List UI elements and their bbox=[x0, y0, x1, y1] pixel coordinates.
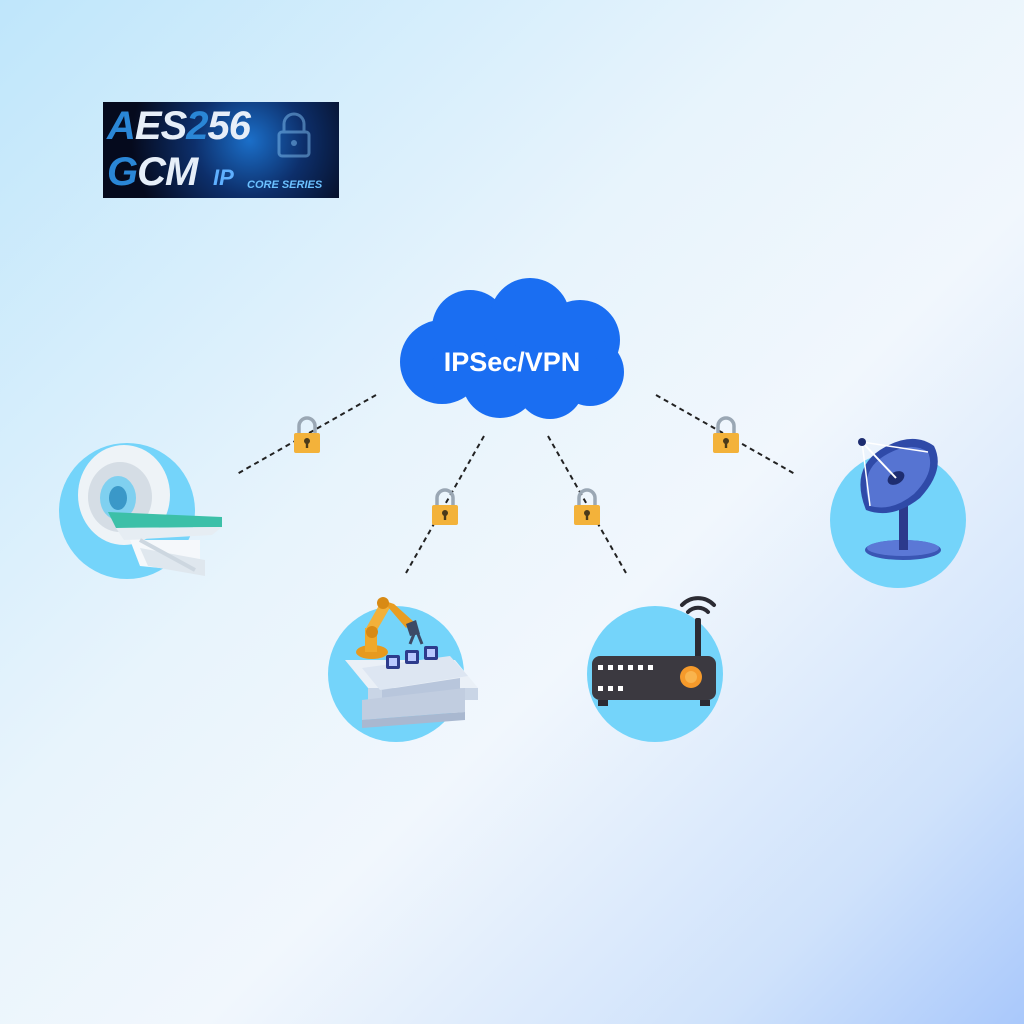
padlock-icon bbox=[574, 488, 600, 525]
padlock-icon bbox=[713, 416, 739, 453]
robotic-arm-icon bbox=[345, 597, 478, 728]
node-mri bbox=[59, 443, 222, 579]
logo-ip: IP bbox=[213, 165, 234, 190]
padlock-icon bbox=[294, 416, 320, 453]
logo-line2: GCM bbox=[107, 150, 198, 194]
cloud-label: IPSec/VPN bbox=[443, 347, 581, 377]
node-satellite bbox=[830, 438, 966, 588]
lock-watermark-icon bbox=[277, 112, 311, 158]
logo-line1: AES256 bbox=[107, 104, 251, 148]
connection-lines bbox=[236, 394, 796, 574]
node-router bbox=[587, 596, 723, 742]
vpn-cloud bbox=[400, 278, 624, 419]
mri-scanner-icon bbox=[78, 445, 222, 576]
padlock-icon bbox=[432, 488, 458, 525]
link-router bbox=[547, 435, 627, 574]
link-factory bbox=[405, 435, 485, 574]
wifi-router-icon bbox=[592, 596, 716, 706]
aes256-gcm-logo: AES256 GCM IP CORE SERIES bbox=[103, 102, 339, 198]
satellite-dish-icon bbox=[858, 438, 941, 560]
node-factory bbox=[328, 597, 478, 742]
logo-series: CORE SERIES bbox=[247, 179, 323, 191]
